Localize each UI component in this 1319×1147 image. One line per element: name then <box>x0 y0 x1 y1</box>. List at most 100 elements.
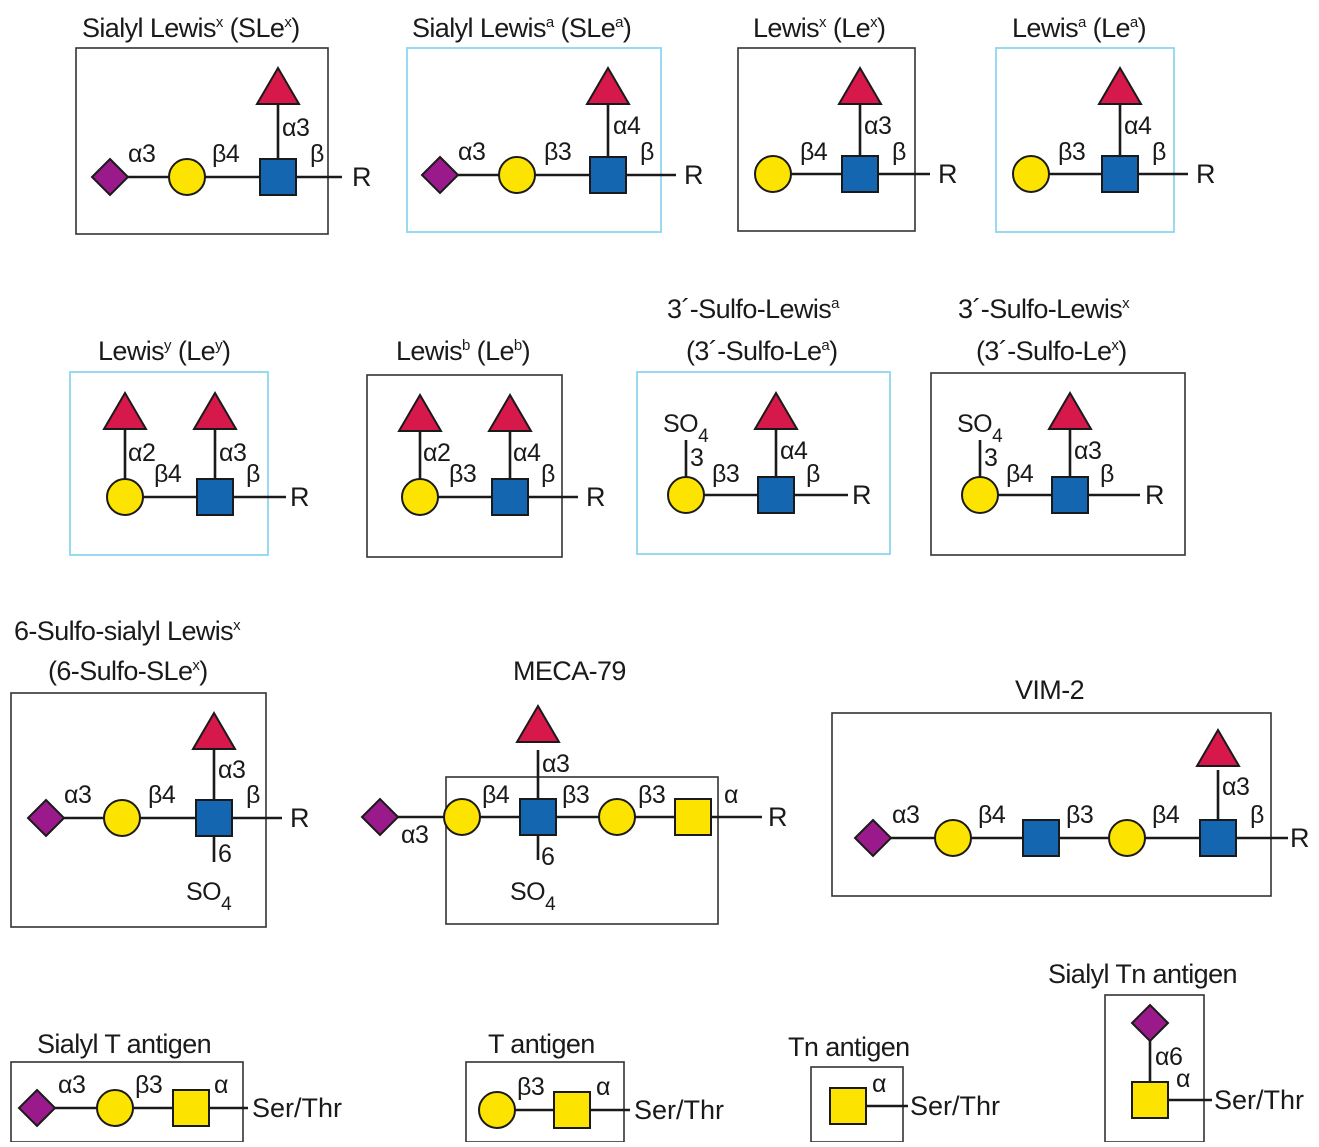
linkage-label: β3 <box>712 460 739 488</box>
reducing-end-label: R <box>1290 823 1310 853</box>
ser-thr-label: Ser/Thr <box>252 1093 342 1123</box>
linkage-label: β4 <box>148 781 176 809</box>
fucose-icon <box>837 66 883 105</box>
sulfate-label: SO4 <box>186 878 232 915</box>
linkage-label: α <box>872 1070 886 1098</box>
linkage-label: β <box>892 138 906 166</box>
linkage-label: β <box>310 140 324 168</box>
title-meca-79: MECA-79 <box>513 656 626 686</box>
galactose-icon <box>478 1091 516 1129</box>
linkage-label: α <box>596 1073 610 1101</box>
linkage-label: β4 <box>482 781 510 809</box>
title-lewis-a: Lewisa (Lea) <box>1012 13 1146 43</box>
linkage-label: α2 <box>423 439 450 467</box>
linkage-label: β4 <box>1006 460 1034 488</box>
linkage-label: 6 <box>541 843 554 871</box>
frame-lewis-b <box>366 374 563 558</box>
ser-thr-label: Ser/Thr <box>1214 1085 1304 1115</box>
linkage-label: α3 <box>401 821 428 849</box>
glcnac-icon <box>259 158 297 196</box>
fucose-icon <box>397 393 443 432</box>
linkage-label: α3 <box>542 750 569 778</box>
frame-6-sulfo-sialyl-lewis-x <box>10 692 267 928</box>
linkage-label: β3 <box>1058 138 1085 166</box>
glcnac-icon <box>589 156 627 194</box>
title-3-sulfo-lewis-x: 3´-Sulfo-Lewisx <box>958 294 1130 324</box>
galnac-icon <box>553 1091 591 1129</box>
galnac-icon <box>674 798 712 836</box>
glcnac-icon <box>196 478 234 516</box>
linkage-label: β <box>1250 801 1264 829</box>
linkage-label: α3 <box>64 781 91 809</box>
linkage-label: β <box>541 460 555 488</box>
linkage-label: β3 <box>562 781 589 809</box>
linkage-label: α3 <box>218 756 245 784</box>
panel-lewis-x: Lewisx (Lex) β4 α3 β R <box>737 13 958 232</box>
panel-lewis-a: Lewisa (Lea) β3 α4 β R <box>995 13 1216 233</box>
linkage-label: α4 <box>513 439 541 467</box>
linkage-label: β3 <box>544 138 571 166</box>
ser-thr-label: Ser/Thr <box>634 1095 724 1125</box>
linkage-label: α3 <box>282 114 309 142</box>
linkage-label: β3 <box>1066 801 1093 829</box>
galactose-icon <box>401 478 439 516</box>
panel-tn-antigen: Tn antigen α Ser/Thr <box>788 1032 1000 1143</box>
panel-3-sulfo-lewis-a: 3´-Sulfo-Lewisa (3´-Sulfo-Lea) SO4 3 β3 … <box>636 294 891 555</box>
frame-lewis-y <box>69 371 269 556</box>
fucose-icon <box>487 393 533 432</box>
linkage-label: β4 <box>800 138 828 166</box>
reducing-end-label: R <box>684 160 704 190</box>
linkage-label: β4 <box>978 801 1006 829</box>
sialic-acid-icon <box>853 818 893 858</box>
linkage-label: α3 <box>128 140 155 168</box>
fucose-icon <box>585 66 631 105</box>
fucose-icon <box>192 391 238 430</box>
sulfate-label: SO4 <box>510 878 556 915</box>
panel-sialyl-tn-antigen: Sialyl Tn antigen α6 α Ser/Thr <box>1048 959 1304 1143</box>
panel-meca-79: MECA-79 α3 β4 α3 β3 β3 α 6 SO4 R <box>360 656 788 925</box>
reducing-end-label: R <box>768 802 788 832</box>
panel-lewis-y: Lewisy (Ley) α2 β4 α3 β R <box>69 336 310 556</box>
linkage-label: β <box>806 460 820 488</box>
linkage-label: α6 <box>1155 1043 1182 1071</box>
panel-3-sulfo-lewis-x: 3´-Sulfo-Lewisx (3´-Sulfo-Lex) SO4 3 β4 … <box>930 294 1186 556</box>
panel-t-antigen: T antigen β3 α Ser/Thr <box>465 1029 724 1143</box>
linkage-label: α3 <box>892 801 919 829</box>
sialic-acid-icon <box>420 155 460 195</box>
glcnac-icon <box>841 155 879 193</box>
fucose-icon <box>753 391 799 430</box>
reducing-end-label: R <box>290 482 310 512</box>
glcnac-icon <box>519 798 557 836</box>
title-sialyl-lewis-a: Sialyl Lewisa (SLea) <box>412 13 631 43</box>
linkage-label: α2 <box>128 439 155 467</box>
galactose-icon <box>106 478 144 516</box>
fucose-icon <box>1195 728 1241 767</box>
linkage-label: β <box>1152 138 1166 166</box>
linkage-label: β3 <box>517 1073 544 1101</box>
sialic-acid-icon <box>26 798 66 838</box>
linkage-label: β4 <box>212 140 240 168</box>
fucose-icon <box>255 66 301 105</box>
title-lewis-b: Lewisb (Leb) <box>396 336 530 366</box>
galnac-icon <box>172 1089 210 1127</box>
panel-vim-2: VIM-2 α3 β4 β3 β4 α3 β R <box>831 675 1310 897</box>
frame-meca-79 <box>445 776 719 925</box>
galactose-icon <box>1012 155 1050 193</box>
panel-lewis-b: Lewisb (Leb) α2 β3 α4 β R <box>366 336 606 558</box>
sulfate-label: SO4 <box>957 410 1003 447</box>
glcnac-icon <box>1051 476 1089 514</box>
galactose-icon <box>667 476 705 514</box>
subtitle-3-sulfo-le-a: (3´-Sulfo-Lea) <box>686 336 838 366</box>
subtitle-6-sulfo-sle-x: (6-Sulfo-SLex) <box>48 656 208 686</box>
sulfate-label: SO4 <box>663 410 709 447</box>
linkage-label: α3 <box>864 112 891 140</box>
galactose-icon <box>754 155 792 193</box>
linkage-label: 3 <box>984 444 997 472</box>
linkage-label: 6 <box>218 840 231 868</box>
fucose-icon <box>515 704 561 743</box>
title-sialyl-t-antigen: Sialyl T antigen <box>37 1029 211 1059</box>
title-3-sulfo-lewis-a: 3´-Sulfo-Lewisa <box>667 294 840 324</box>
glcnac-icon <box>1101 155 1139 193</box>
